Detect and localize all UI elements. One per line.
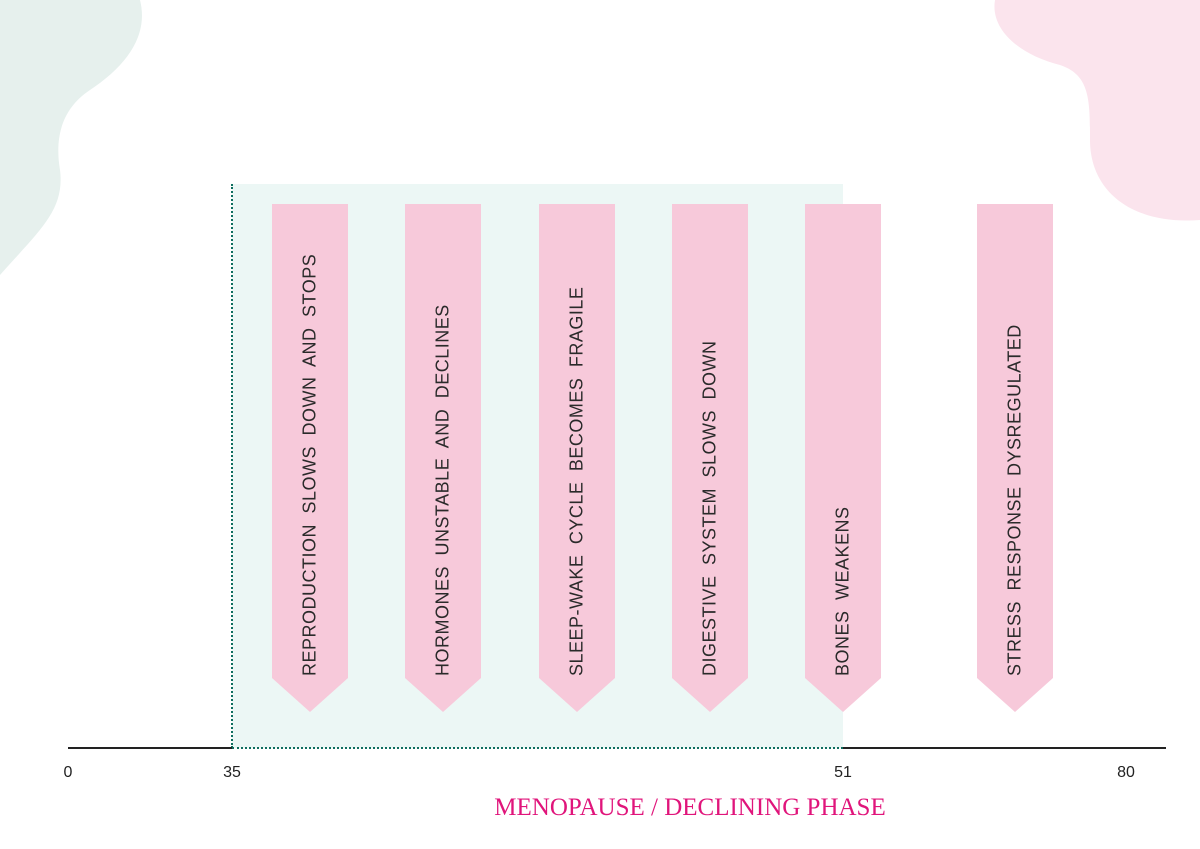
decorative-blob-right [994,0,1200,221]
banner-digestive: DIGESTIVE SYSTEM SLOWS DOWN [672,204,748,712]
banner-reproduction: REPRODUCTION SLOWS DOWN AND STOPS [272,204,348,712]
banner-label: STRESS RESPONSE DYSREGULATED [1004,324,1025,676]
tick-label-35: 35 [223,764,241,781]
tick-label-0: 0 [63,764,73,781]
banner-stress: STRESS RESPONSE DYSREGULATED [977,204,1053,712]
banner-label: SLEEP-WAKE CYCLE BECOMES FRAGILE [566,286,587,676]
banner-label: BONES WEAKENS [832,506,853,676]
banner-sleep-wake: SLEEP-WAKE CYCLE BECOMES FRAGILE [539,204,615,712]
banner-bones: BONES WEAKENS [805,204,881,712]
decorative-blob-left [0,0,142,275]
tick-label-51: 51 [834,764,852,781]
banner-label: HORMONES UNSTABLE AND DECLINES [432,304,453,676]
banner-hormones: HORMONES UNSTABLE AND DECLINES [405,204,481,712]
phase-start-dotted-line [231,184,233,748]
phase-bottom-dotted-line [232,747,843,749]
timeline-axis-left [68,747,232,749]
banner-label: DIGESTIVE SYSTEM SLOWS DOWN [699,340,720,676]
timeline-axis-right [843,747,1166,749]
banner-label: REPRODUCTION SLOWS DOWN AND STOPS [299,253,320,676]
tick-label-80: 80 [1117,764,1135,781]
phase-title: MENOPAUSE / DECLINING PHASE [494,794,886,821]
